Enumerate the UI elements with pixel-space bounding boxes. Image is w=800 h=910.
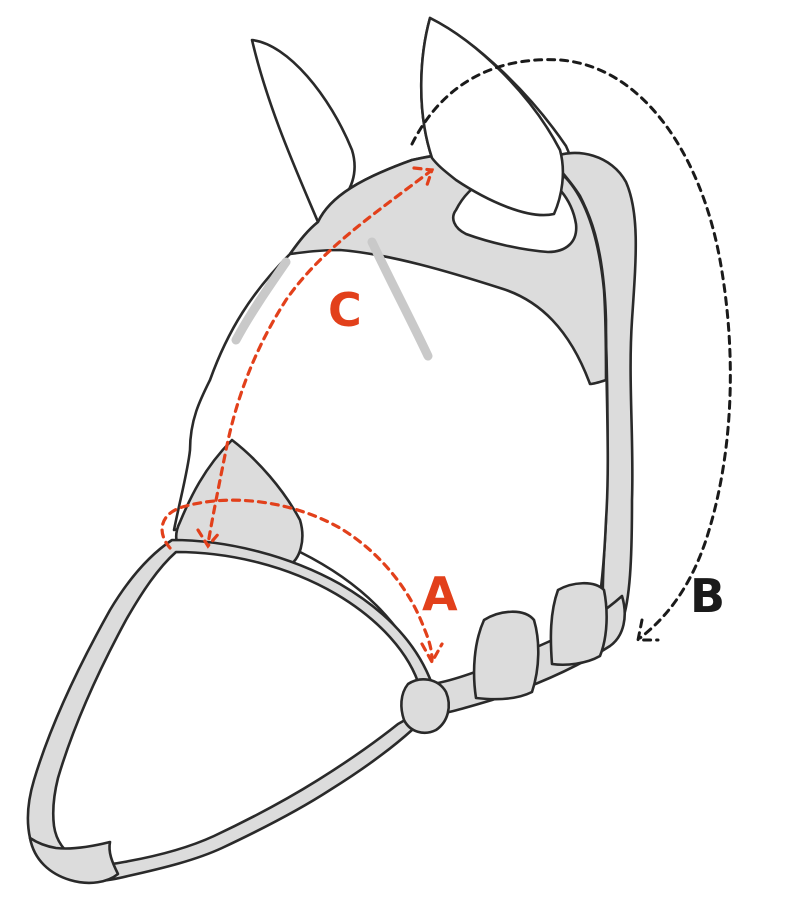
nose-cover-mesh: [51, 550, 422, 867]
measure-a-arrow: [420, 642, 444, 666]
measure-a-line: [160, 498, 434, 662]
label-b: B: [690, 569, 725, 623]
label-c: C: [328, 283, 362, 337]
face-seam-left: [231, 257, 291, 345]
face-seam-right: [367, 237, 433, 361]
measure-c-arrow-top: [412, 166, 435, 190]
buckle-knob: [400, 678, 450, 734]
strap-front: [472, 610, 540, 701]
measure-b-line: [410, 58, 732, 640]
measure-c-arrow-bottom: [196, 528, 222, 549]
measure-b-arrow: [636, 618, 660, 642]
left-ear: [250, 38, 356, 224]
measure-c-line: [206, 168, 434, 546]
strap-rear: [549, 581, 608, 667]
label-a: A: [422, 567, 458, 621]
nose-cover-tab: [28, 836, 120, 885]
right-ear-front: [419, 16, 565, 217]
